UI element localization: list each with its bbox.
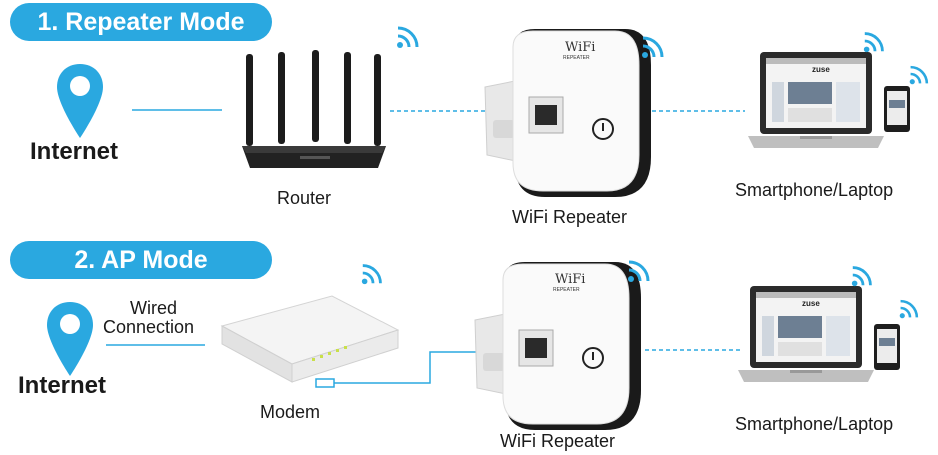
- wifi-signal-icon: [397, 26, 419, 48]
- repeater-brand-sub: REPEATER: [563, 55, 590, 61]
- repeater-brand: WiFi: [565, 40, 596, 55]
- router-label: Router: [277, 188, 332, 208]
- wifi-repeater-label: WiFi Repeater: [500, 431, 616, 451]
- internet-label: Internet: [18, 372, 107, 399]
- wired-connection-label-line1: Wired: [130, 298, 178, 318]
- ap-mode-title: 2. AP Mode: [10, 241, 272, 279]
- wired-connection-label-line2: Connection: [103, 317, 195, 337]
- site-logo: zuse: [812, 65, 830, 74]
- wifi-signal-icon: [909, 65, 929, 85]
- laptop-icon: [738, 286, 874, 382]
- wifi-signal-icon: [863, 32, 884, 53]
- wifi-repeater-icon: [474, 262, 641, 430]
- repeater-brand-sub: REPEATER: [553, 287, 580, 293]
- wifi-signal-icon: [628, 260, 650, 282]
- modem-label: Modem: [260, 402, 321, 422]
- wifi-signal-icon: [642, 36, 664, 58]
- site-logo: zuse: [802, 299, 820, 308]
- internet-label: Internet: [30, 138, 119, 165]
- smartphone-icon: [884, 86, 910, 132]
- location-pin-icon: [47, 302, 93, 376]
- wifi-repeater-icon: [484, 29, 651, 197]
- wifi-signal-icon: [851, 266, 872, 287]
- modem-icon: [220, 295, 400, 383]
- wifi-signal-icon: [361, 264, 382, 285]
- repeater-mode-title: 1. Repeater Mode: [10, 3, 272, 41]
- router-icon: [242, 50, 386, 168]
- wifi-repeater-label: WiFi Repeater: [512, 207, 628, 227]
- location-pin-icon: [57, 64, 103, 138]
- smartphone-icon: [874, 324, 900, 370]
- client-label: Smartphone/Laptop: [735, 180, 894, 200]
- wifi-signal-icon: [899, 299, 919, 319]
- laptop-icon: [748, 52, 884, 148]
- repeater-brand: WiFi: [555, 272, 586, 287]
- client-label: Smartphone/Laptop: [735, 414, 894, 434]
